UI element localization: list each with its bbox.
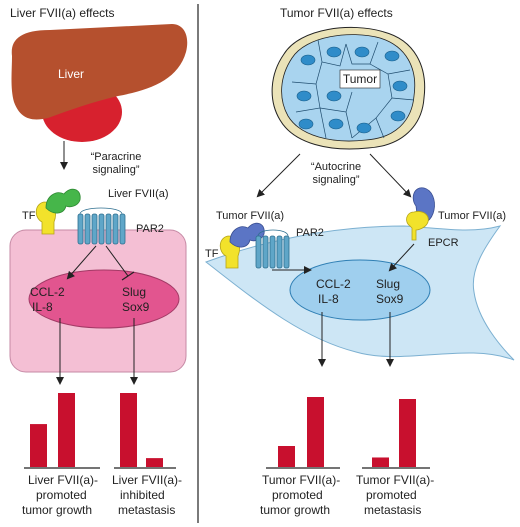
right-metastasis-bar-2 — [399, 399, 416, 467]
right-gene-slug: Slug — [376, 277, 400, 291]
right-par2-loop — [257, 229, 289, 237]
autocrine-label-line2: signaling” — [312, 174, 359, 186]
liver-main-lobe — [11, 24, 188, 120]
right-epcr-label: EPCR — [428, 237, 459, 249]
liver-organ — [11, 24, 188, 142]
left-gene-sox9: Sox9 — [122, 300, 150, 314]
right-ligand-right-label: Tumor FVII(a) — [438, 210, 506, 222]
right-panel-title: Tumor FVII(a) effects — [280, 6, 393, 20]
left-growth-bar-1 — [30, 424, 47, 467]
right-growth-bar-2 — [307, 397, 324, 467]
right-metastasis-caption-3: metastasis — [364, 503, 421, 517]
right-par2-receptor — [255, 235, 290, 269]
autocrine-arrow-left — [256, 153, 301, 198]
right-growth-caption-1: Tumor FVII(a)- — [262, 473, 340, 487]
left-metastasis-caption-1: Liver FVII(a)- — [112, 473, 182, 487]
right-epcr-receptor — [406, 211, 429, 241]
paracrine-label-line2: signaling” — [92, 164, 139, 176]
left-nucleus — [28, 269, 180, 329]
left-growth-caption-2: promoted — [36, 488, 87, 502]
right-metastasis-bar-1 — [372, 457, 389, 467]
tumor-cluster — [271, 26, 426, 150]
right-gene-ccl2: CCL-2 — [316, 277, 351, 291]
right-gene-sox9: Sox9 — [376, 292, 404, 306]
right-metastasis-caption-2: promoted — [366, 488, 417, 502]
left-gene-il8: IL-8 — [32, 300, 53, 314]
left-tf-label: TF — [22, 210, 36, 222]
paracrine-label-line1: “Paracrine — [91, 151, 142, 163]
autocrine-label-line1: “Autocrine — [311, 161, 361, 173]
right-gene-il8: IL-8 — [318, 292, 339, 306]
left-par2-receptor — [77, 213, 126, 245]
left-inhibition-line — [105, 245, 129, 277]
left-gene-slug: Slug — [122, 285, 146, 299]
right-growth-caption-2: promoted — [272, 488, 323, 502]
left-metastasis-bar-2 — [146, 458, 163, 467]
autocrine-arrow-right — [369, 153, 412, 198]
right-epcr-signal-arrow — [388, 243, 415, 272]
left-activation-arrow — [66, 245, 97, 280]
left-growth-bar-2 — [58, 393, 75, 467]
right-nucleus — [289, 259, 431, 321]
left-par2-loop — [79, 207, 123, 215]
left-gene-ccl2: CCL-2 — [30, 285, 65, 299]
tumor-label: Tumor — [343, 72, 377, 86]
right-metastasis-caption-1: Tumor FVII(a)- — [356, 473, 434, 487]
liver-label: Liver — [58, 67, 84, 81]
right-par2-label: PAR2 — [296, 227, 324, 239]
right-metastasis-chart — [362, 399, 430, 469]
right-growth-bar-1 — [278, 446, 295, 467]
left-metastasis-bar-1 — [120, 393, 137, 467]
left-inhibition-bar — [121, 271, 135, 281]
right-ligand-left-label: Tumor FVII(a) — [216, 210, 284, 222]
right-fviia-ligand-left — [229, 222, 265, 248]
left-metastasis-caption-3: metastasis — [118, 503, 175, 517]
left-growth-chart — [24, 393, 100, 469]
left-growth-caption-3: tumor growth — [22, 503, 92, 517]
right-growth-caption-3: tumor growth — [260, 503, 330, 517]
left-panel-title: Liver FVII(a) effects — [10, 6, 114, 20]
left-growth-caption-1: Liver FVII(a)- — [28, 473, 98, 487]
right-tf-label: TF — [205, 248, 219, 260]
left-par2-label: PAR2 — [136, 223, 164, 235]
left-fviia-ligand — [45, 188, 81, 214]
left-metastasis-caption-2: inhibited — [120, 488, 165, 502]
left-ligand-label: Liver FVII(a) — [108, 188, 169, 200]
right-growth-chart — [266, 397, 340, 469]
left-metastasis-chart — [114, 393, 176, 469]
